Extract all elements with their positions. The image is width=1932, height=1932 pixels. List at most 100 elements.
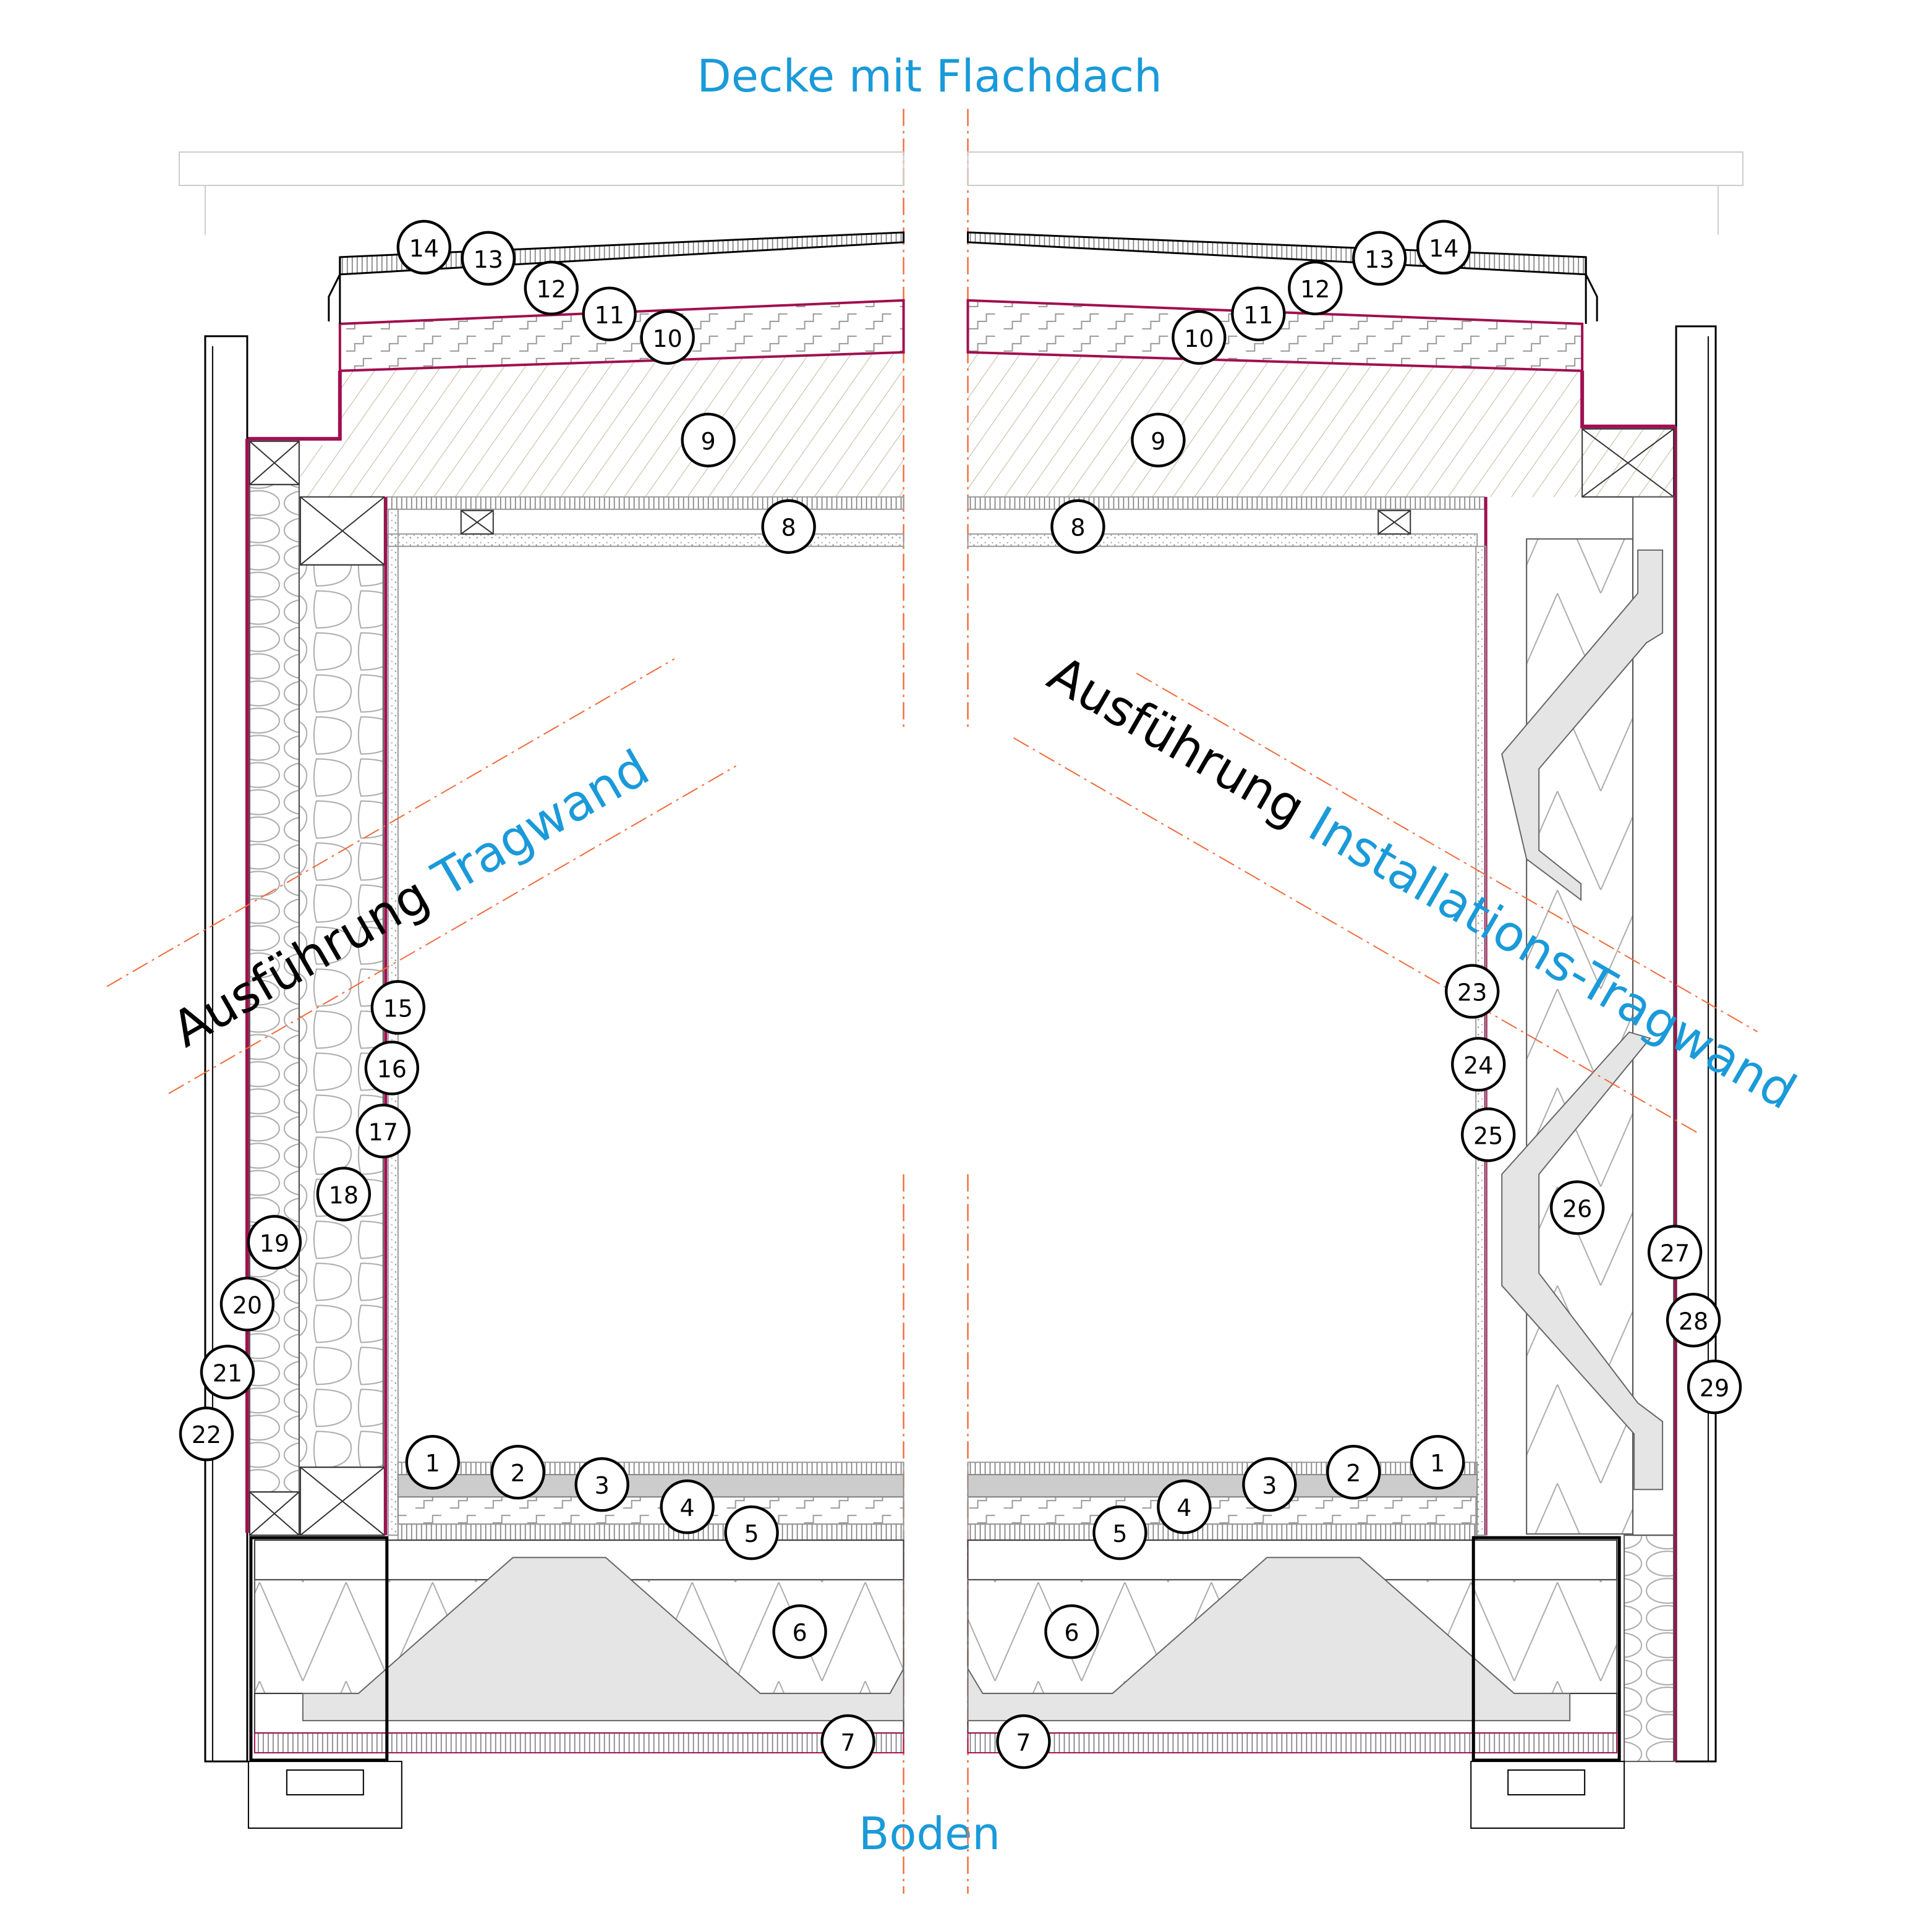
marker-right-24: 24 — [1451, 1037, 1506, 1092]
marker-circle — [1172, 310, 1227, 365]
marker-label: 2 — [511, 1460, 526, 1487]
marker-label: 25 — [1473, 1122, 1503, 1149]
marker-label: 8 — [1070, 514, 1085, 542]
marker-circle — [524, 260, 579, 316]
marker-circle — [660, 1479, 715, 1534]
marker-circle — [247, 1215, 302, 1270]
marker-circle — [640, 310, 695, 365]
marker-circle — [1157, 1479, 1212, 1534]
marker-left-22: 22 — [179, 1406, 234, 1462]
marker-label: 9 — [1151, 428, 1165, 455]
marker-circle — [574, 1457, 629, 1512]
axis-lines — [903, 108, 969, 1894]
marker-circle — [1410, 1435, 1465, 1490]
marker-circle — [1231, 286, 1286, 342]
marker-circle — [490, 1445, 545, 1500]
marker-circle — [1445, 964, 1500, 1019]
marker-left-1: 1 — [405, 1435, 460, 1490]
marker-left-7: 7 — [820, 1714, 875, 1769]
marker-circle — [724, 1505, 779, 1560]
marker-left-14: 14 — [396, 219, 451, 275]
marker-left-5: 5 — [724, 1505, 779, 1560]
marker-right-7: 7 — [996, 1714, 1051, 1769]
marker-label: 14 — [1429, 235, 1458, 262]
marker-label: 3 — [1262, 1472, 1277, 1499]
marker-circle — [1050, 499, 1105, 554]
marker-label: 1 — [1430, 1450, 1445, 1477]
marker-circle — [1242, 1457, 1297, 1512]
marker-label: 17 — [368, 1118, 398, 1146]
marker-right-10: 10 — [1172, 310, 1227, 365]
marker-circle — [200, 1345, 255, 1400]
marker-label: 1 — [425, 1450, 440, 1477]
marker-circle — [761, 499, 816, 554]
marker-label: 19 — [260, 1230, 289, 1257]
floor-left — [247, 1462, 904, 1829]
marker-circle — [1044, 1604, 1099, 1659]
marker-circle — [179, 1406, 234, 1462]
marker-left-18: 18 — [316, 1167, 372, 1222]
marker-label: 7 — [1016, 1729, 1031, 1756]
marker-left-11: 11 — [582, 286, 637, 342]
marker-left-21: 21 — [200, 1345, 255, 1400]
parapet-outline — [178, 151, 1744, 235]
marker-label: 16 — [377, 1055, 407, 1083]
variant-label-left: Ausführung Tragwand — [106, 658, 737, 1094]
marker-circle — [1647, 1225, 1703, 1280]
marker-circle — [396, 219, 451, 275]
marker-right-29: 29 — [1687, 1360, 1742, 1415]
marker-circle — [370, 980, 425, 1035]
wall-right — [1475, 325, 1717, 1763]
marker-label: 29 — [1700, 1374, 1729, 1402]
marker-label: 5 — [744, 1520, 759, 1547]
marker-label: 28 — [1679, 1308, 1708, 1335]
marker-right-25: 25 — [1461, 1107, 1516, 1162]
marker-label: 26 — [1562, 1195, 1592, 1222]
marker-circle — [1131, 412, 1186, 467]
marker-right-23: 23 — [1445, 964, 1500, 1019]
marker-right-26: 26 — [1549, 1180, 1605, 1235]
marker-label: 4 — [680, 1494, 695, 1521]
marker-label: 22 — [192, 1421, 221, 1449]
marker-circle — [1326, 1445, 1381, 1500]
floor-right — [967, 1462, 1625, 1829]
marker-left-20: 20 — [219, 1277, 275, 1332]
marker-label: 4 — [1177, 1494, 1191, 1521]
marker-circle — [1451, 1037, 1506, 1092]
marker-left-10: 10 — [640, 310, 695, 365]
marker-circle — [820, 1714, 875, 1769]
marker-right-5: 5 — [1092, 1505, 1147, 1560]
marker-left-13: 13 — [461, 231, 516, 286]
marker-right-28: 28 — [1666, 1293, 1721, 1348]
marker-label: 21 — [213, 1360, 242, 1387]
marker-label: 10 — [652, 325, 682, 352]
marker-label: 12 — [1300, 276, 1330, 303]
marker-circle — [1352, 231, 1407, 286]
marker-circle — [772, 1604, 827, 1659]
marker-label: 6 — [793, 1619, 807, 1646]
marker-label: 14 — [409, 235, 439, 262]
variant-name-left: Tragwand — [423, 739, 658, 908]
title-boden: Boden — [859, 1808, 1000, 1860]
marker-right-1: 1 — [1410, 1435, 1465, 1490]
marker-label: 5 — [1112, 1520, 1127, 1547]
marker-label: 2 — [1346, 1460, 1361, 1487]
marker-left-16: 16 — [364, 1040, 419, 1096]
marker-right-9: 9 — [1131, 412, 1186, 467]
marker-circle — [1687, 1360, 1742, 1415]
marker-circle — [1461, 1107, 1516, 1162]
marker-circle — [1666, 1293, 1721, 1348]
marker-left-15: 15 — [370, 980, 425, 1035]
marker-circle — [1092, 1505, 1147, 1560]
marker-left-8: 8 — [761, 499, 816, 554]
marker-label: 13 — [1364, 246, 1394, 273]
marker-left-12: 12 — [524, 260, 579, 316]
marker-circle — [316, 1167, 372, 1222]
marker-label: 11 — [1243, 302, 1273, 329]
marker-circle — [681, 412, 736, 467]
marker-right-4: 4 — [1157, 1479, 1212, 1534]
marker-label: 9 — [701, 428, 716, 455]
marker-label: 8 — [781, 514, 796, 542]
